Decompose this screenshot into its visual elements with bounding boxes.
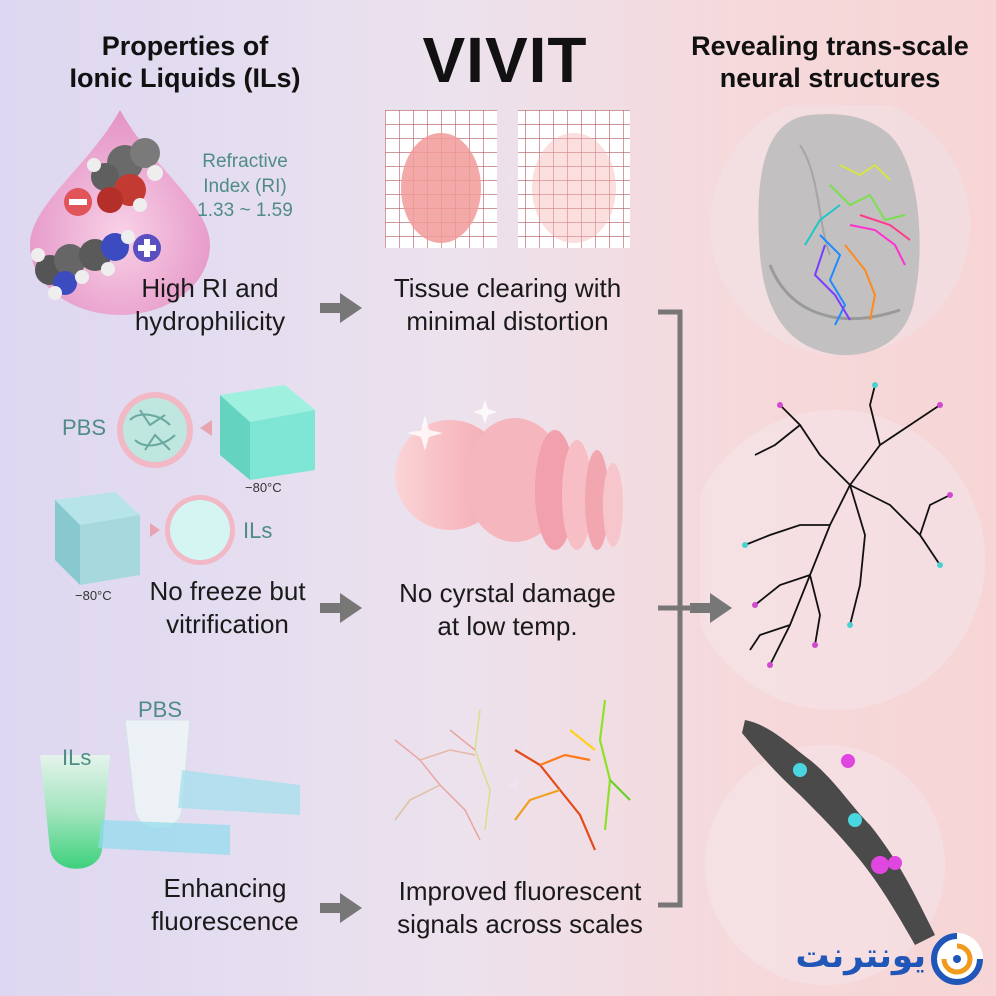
ice-cube-icon	[220, 385, 315, 480]
row1-property-line2: hydrophilicity	[134, 305, 286, 336]
right-title-line2: neural structures	[719, 63, 941, 94]
ils-label-row2: ILs	[243, 518, 273, 543]
row3-property-caption: Enhancing fluorescence	[145, 872, 305, 937]
brain-icon	[395, 400, 623, 550]
row3-outcome-caption: Improved fluorescent signals across scal…	[380, 875, 660, 940]
temp-label-ils: −80°C	[75, 588, 112, 603]
row2-property-line2: vitrification	[166, 608, 289, 639]
brain-icon	[758, 114, 920, 356]
plus-ion-icon	[133, 234, 161, 262]
row1-outcome-caption: Tissue clearing with minimal distortion	[370, 272, 645, 337]
freezing-comparison-illustration	[55, 385, 315, 585]
ri-label-line2: Index (RI)	[203, 175, 287, 197]
minus-ion-icon	[64, 188, 92, 216]
pbs-label-row3: PBS	[138, 697, 183, 722]
watermark-text: یونترنت	[795, 936, 926, 976]
center-column-title: VIVIT	[422, 24, 588, 96]
left-title-line1: Properties of	[101, 31, 269, 61]
temp-label-pbs: −80°C	[245, 480, 282, 495]
arrow-right-icon	[320, 593, 362, 623]
row3-property-line2: fluorescence	[151, 905, 299, 936]
fluorescent-neurons-illustration	[394, 699, 631, 851]
pbs-label-row2: PBS	[62, 415, 107, 440]
row1-outcome-line2: minimal distortion	[406, 305, 609, 336]
right-visual-column	[700, 105, 985, 985]
anion-molecule	[87, 138, 163, 213]
ils-label-row3: ILs	[62, 745, 92, 770]
bracket	[658, 309, 692, 908]
row2-property-line1: No freeze but	[149, 576, 306, 606]
left-column-title: Properties of Ionic Liquids (ILs)	[40, 30, 330, 95]
right-column-title: Revealing trans-scale neural structures	[670, 30, 990, 95]
watermark: یونترنت	[778, 930, 988, 990]
row2-outcome-line2: at low temp.	[437, 610, 578, 641]
ri-label: Refractive Index (RI) 1.33 ~ 1.59	[180, 150, 310, 224]
synapse-markers	[742, 382, 953, 668]
ice-cube-icon	[55, 492, 140, 585]
row2-outcome-line1: No cyrstal damage	[399, 578, 616, 608]
ri-label-line1: Refractive	[202, 151, 288, 172]
dendrite-icon	[742, 720, 935, 945]
left-title-line2: Ionic Liquids (ILs)	[69, 63, 301, 94]
ri-range: 1.33 ~ 1.59	[197, 200, 293, 222]
row1-outcome-line1: Tissue clearing with	[393, 273, 622, 303]
arrow-right-icon	[690, 593, 732, 623]
neuron-icon	[744, 384, 951, 666]
traced-projection-neurons	[804, 163, 911, 326]
row1-property-caption: High RI and hydrophilicity	[130, 272, 290, 337]
tissue-clearing-illustration	[385, 110, 630, 248]
row3-property-line1: Enhancing	[163, 873, 287, 903]
row2-outcome-caption: No cyrstal damage at low temp.	[375, 577, 640, 642]
watermark-logo-icon	[931, 933, 983, 985]
arrow-right-icon	[320, 893, 362, 923]
ionic-liquid-drop-icon	[30, 110, 210, 315]
row3-outcome-line1: Improved fluorescent	[398, 876, 642, 906]
row2-property-caption: No freeze but vitrification	[125, 575, 330, 640]
arrow-right-icon	[320, 293, 362, 323]
row1-property-line1: High RI and	[141, 273, 279, 303]
right-title-line1: Revealing trans-scale	[691, 31, 969, 61]
cation-molecule	[31, 230, 135, 300]
tube-icon	[40, 719, 300, 869]
row3-outcome-line2: signals across scales	[397, 908, 643, 939]
